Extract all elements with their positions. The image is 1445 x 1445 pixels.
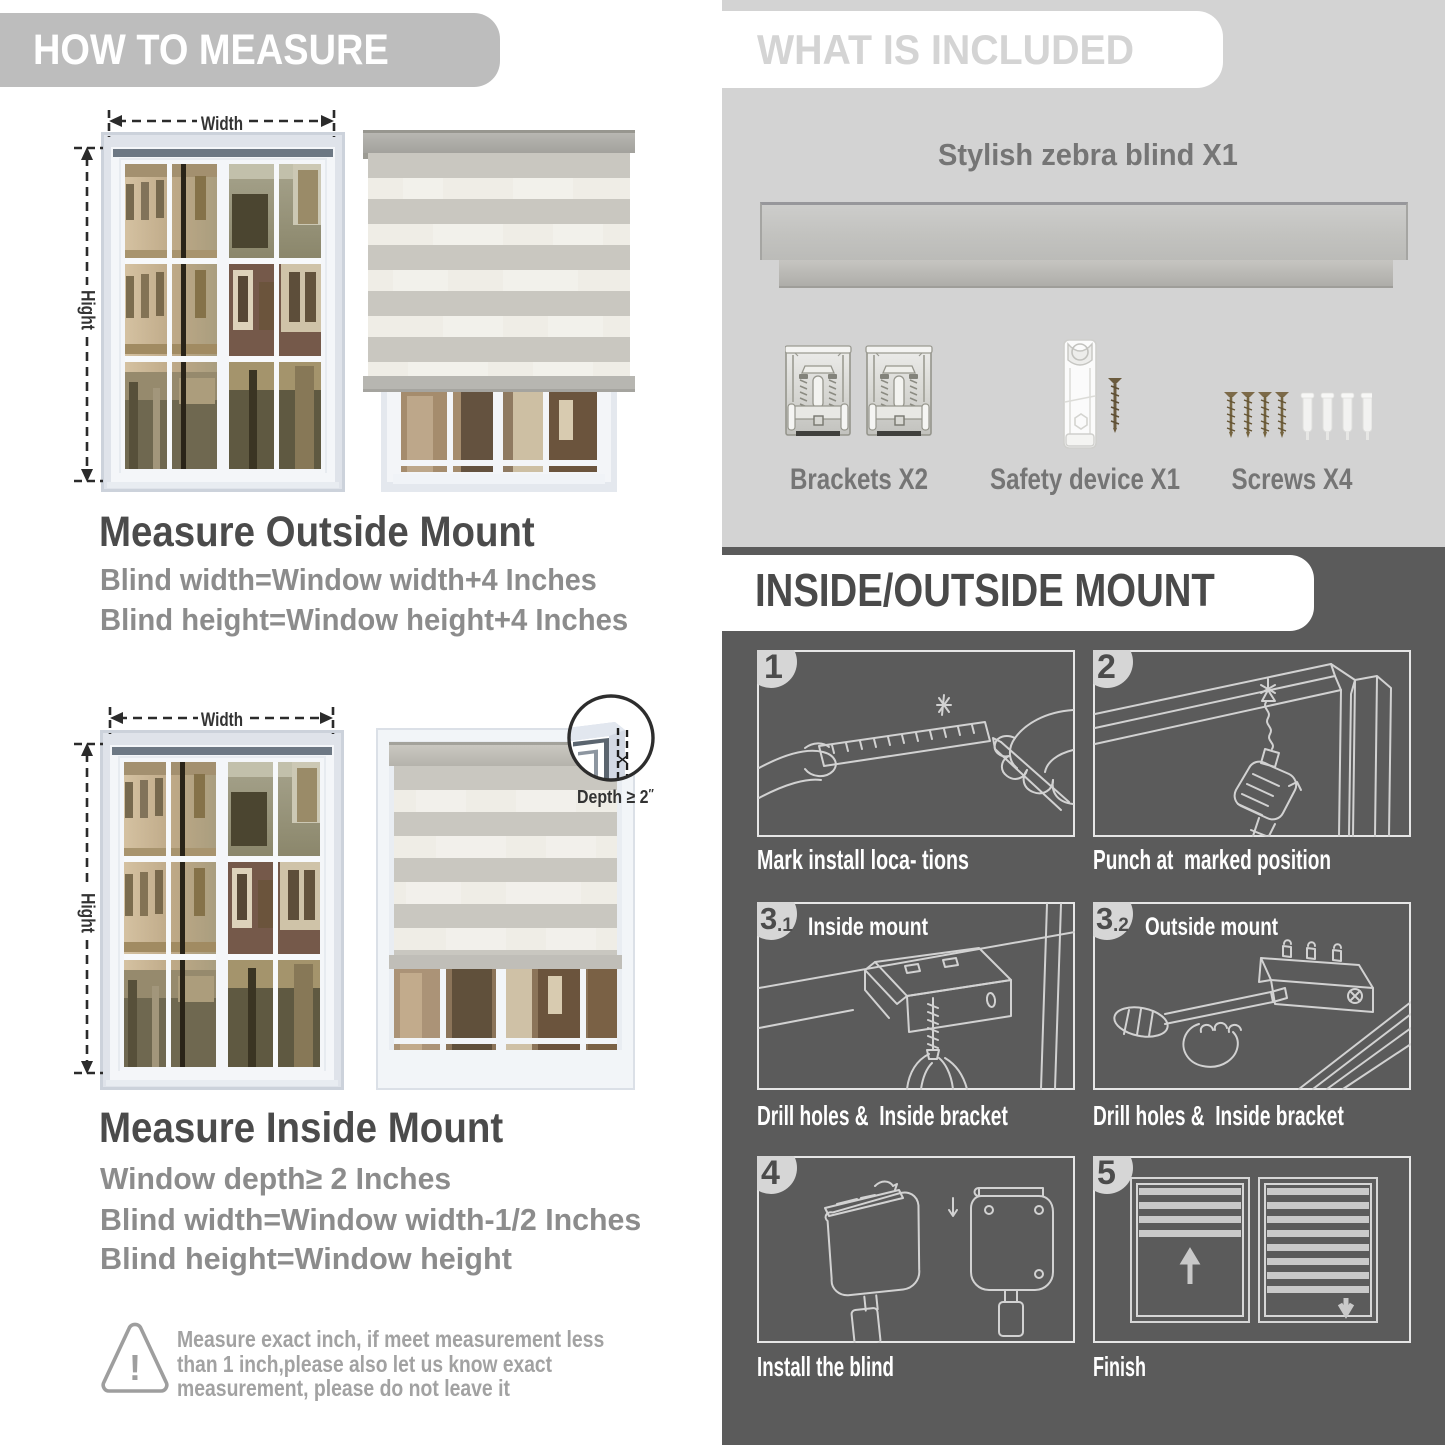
svg-text:!: ! [129,1347,141,1388]
svg-text:2: 2 [1097,650,1116,686]
svg-text:5: 5 [1097,1156,1116,1192]
svg-text:Outside mount: Outside mount [1145,913,1279,941]
svg-text:3: 3 [760,902,777,936]
svg-text:.1: .1 [777,915,793,936]
svg-text:.2: .2 [1113,915,1129,936]
svg-text:4: 4 [761,1156,780,1192]
svg-text:3: 3 [1096,902,1113,936]
svg-text:Inside mount: Inside mount [808,913,929,941]
svg-text:1: 1 [764,650,783,686]
